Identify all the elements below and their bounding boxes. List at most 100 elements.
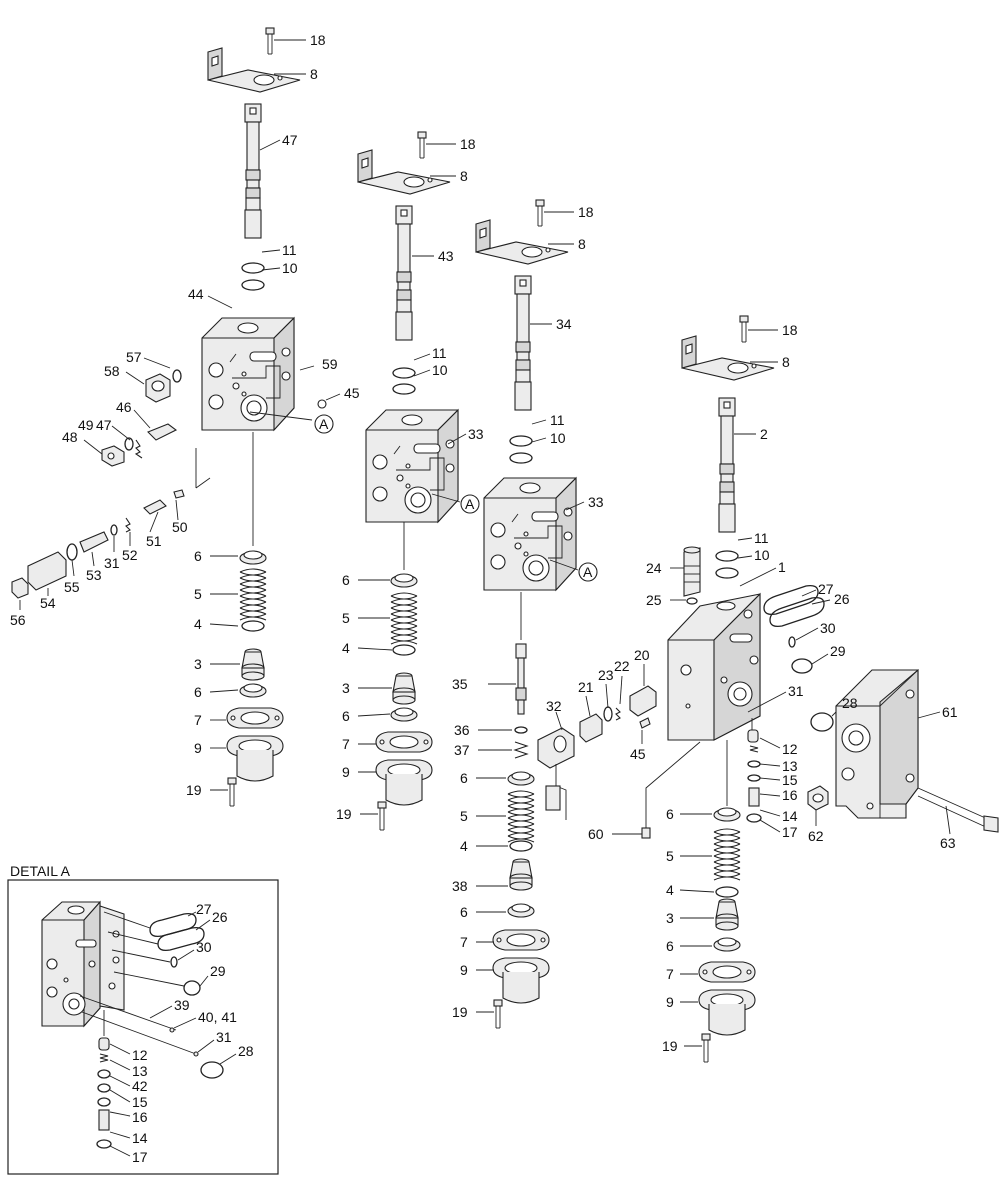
callout-21: 21 — [578, 679, 594, 695]
detail-ball-40-41 — [169, 1027, 175, 1033]
detail-marker-label: A — [583, 564, 593, 580]
poppet-51 — [143, 499, 167, 515]
oring-11-mid — [392, 367, 416, 379]
assembly-section-1: A — [11, 27, 341, 807]
spring-22 — [615, 707, 621, 721]
callout-4: 4 — [666, 882, 674, 898]
housing-33-mid — [365, 409, 459, 523]
callout-56: 56 — [10, 612, 26, 628]
callout-3: 3 — [342, 680, 350, 696]
seat-6-right-mid-bottom — [507, 903, 535, 918]
adapter-21 — [579, 713, 603, 743]
callout-61: 61 — [942, 704, 958, 720]
cap-9-right-mid — [492, 957, 550, 1004]
callout-33: 33 — [468, 426, 484, 442]
callout-19: 19 — [452, 1004, 468, 1020]
callout-8: 8 — [460, 168, 468, 184]
bolt-19-right — [701, 1033, 711, 1063]
callout-22: 22 — [614, 658, 630, 674]
callout-19: 19 — [186, 782, 202, 798]
callout-40-41: 40, 41 — [198, 1009, 237, 1025]
callout-4: 4 — [194, 616, 202, 632]
detail-ring-15 — [97, 1097, 111, 1107]
callout-46: 46 — [116, 399, 132, 415]
callout-31-left: 31 — [104, 555, 120, 571]
ring-31-left — [110, 524, 118, 536]
detail-a-marker-2 — [460, 494, 480, 514]
plug-28 — [810, 712, 834, 732]
spring-5-mid — [390, 592, 418, 645]
detail-a-frame — [7, 879, 279, 1175]
callout-28: 28 — [842, 695, 858, 711]
spring-5-right — [713, 828, 741, 881]
detail-a-panel: DETAIL A — [7, 863, 279, 1175]
callout-6: 6 — [666, 806, 674, 822]
callout-6: 6 — [666, 938, 674, 954]
callout-30: 30 — [820, 620, 836, 636]
callout-32: 32 — [546, 698, 562, 714]
callout-33: 33 — [588, 494, 604, 510]
spring-5-left — [239, 568, 267, 621]
seat-6-right-mid-top — [507, 771, 535, 786]
housing-44 — [201, 317, 295, 431]
callout-11: 11 — [754, 530, 769, 546]
callout-9: 9 — [342, 764, 350, 780]
detail-plug-29 — [183, 980, 201, 996]
plunger-20 — [629, 685, 657, 717]
detail-a-marker-1 — [314, 414, 334, 434]
callout-17: 17 — [132, 1149, 148, 1165]
oring-10-right — [715, 567, 739, 579]
spring-37 — [513, 741, 529, 759]
connector-32 — [545, 785, 561, 811]
ring-4-left — [241, 620, 265, 632]
detail-ring-13 — [97, 1069, 111, 1079]
ring-4-right-mid — [509, 840, 533, 852]
callout-7: 7 — [666, 966, 674, 982]
callout-7: 7 — [342, 736, 350, 752]
spool-2 — [718, 397, 736, 533]
ring-36 — [514, 726, 528, 734]
seat-6-left-bottom — [239, 683, 267, 698]
callout-15: 15 — [132, 1094, 148, 1110]
ring-17-right — [746, 813, 762, 823]
bracket-8-right — [681, 335, 775, 381]
callout-44: 44 — [188, 286, 204, 302]
callout-3: 3 — [666, 910, 674, 926]
detail-a-marker-3 — [578, 562, 598, 582]
callout-51: 51 — [146, 533, 162, 549]
callout-54: 54 — [40, 595, 56, 611]
callout-62: 62 — [808, 828, 824, 844]
callout-11: 11 — [432, 345, 447, 361]
callout-4: 4 — [460, 838, 468, 854]
callout-6: 6 — [194, 684, 202, 700]
detail-plug-28 — [200, 1061, 224, 1079]
spool-34 — [514, 275, 532, 411]
oring-23 — [603, 706, 613, 722]
bolt-63 — [917, 787, 991, 829]
callout-31: 31 — [788, 683, 804, 699]
seat-6-mid-bottom — [390, 707, 418, 722]
callout-27: 27 — [818, 581, 834, 597]
cap-nut-54 — [27, 551, 67, 591]
callout-29: 29 — [830, 643, 846, 659]
callout-45: 45 — [344, 385, 360, 401]
callout-19: 19 — [336, 806, 352, 822]
callout-7: 7 — [460, 934, 468, 950]
detail-marker-label: A — [319, 416, 329, 432]
callout-8: 8 — [578, 236, 586, 252]
assembly-section-3: A — [475, 199, 657, 1029]
detail-a-title: DETAIL A — [10, 863, 71, 879]
callout-53: 53 — [86, 567, 102, 583]
bolt-19-left — [227, 777, 237, 807]
bolt-19-right-mid — [493, 999, 503, 1029]
spring-47-small — [134, 439, 143, 459]
oring-11-right — [715, 550, 739, 562]
callout-23: 23 — [598, 667, 614, 683]
callout-8: 8 — [782, 354, 790, 370]
housing-1 — [667, 592, 761, 741]
oring-10-left — [241, 279, 265, 291]
spool-43 — [395, 205, 413, 341]
callout-13: 13 — [782, 758, 798, 774]
callout-13: 13 — [132, 1063, 148, 1079]
